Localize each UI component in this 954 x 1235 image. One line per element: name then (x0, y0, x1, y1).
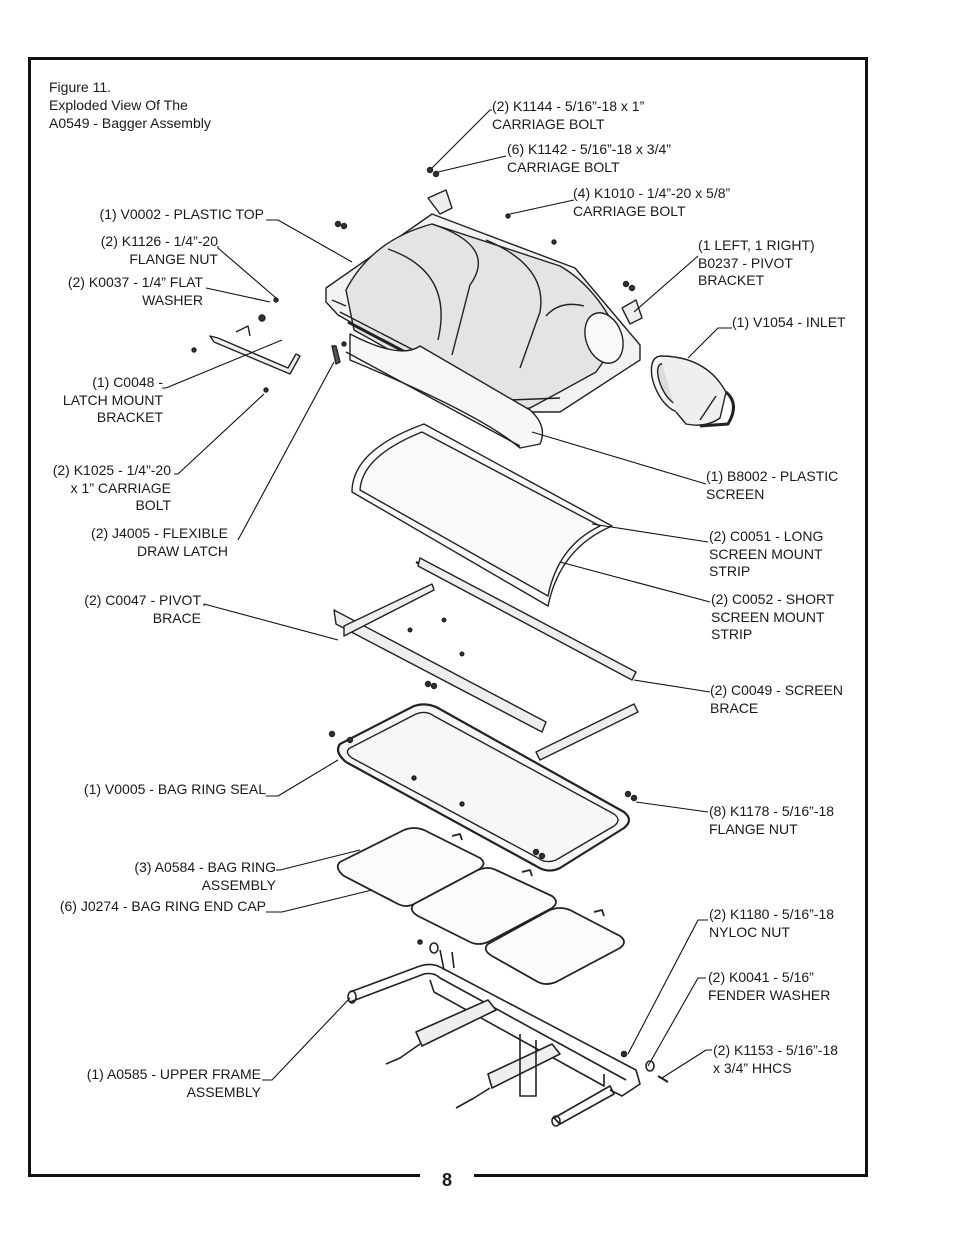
caption-line: Figure 11. (49, 79, 111, 95)
callout-text: (2) K1180 - 5/16”-18 (709, 906, 835, 922)
inlet-part (650, 355, 735, 428)
callout-text: SCREEN MOUNT (711, 608, 825, 625)
callout-v1054: (1) V1054 - INLET (732, 314, 846, 332)
callout-text: FLANGE NUT (709, 820, 798, 837)
callout-text: (2) K1144 - 5/16”-18 x 1” (492, 98, 645, 114)
callout-text: (2) C0047 - PIVOT (84, 592, 201, 608)
callout-text: (2) K1126 - 1/4”-20 (100, 233, 218, 249)
callout-text: DRAW LATCH (137, 542, 228, 559)
screen-mount-strips-part (351, 423, 637, 681)
page-number: 8 (441, 1169, 452, 1190)
callout-c0049: (2) C0049 - SCREEN BRACE (710, 682, 843, 717)
plastic-top-part (325, 213, 641, 413)
callout-text: FENDER WASHER (708, 986, 831, 1003)
callout-text: (1 LEFT, 1 RIGHT) (698, 237, 815, 253)
callout-text: CARRIAGE BOLT (573, 202, 686, 219)
caption-line: Exploded View Of The (49, 97, 188, 113)
callout-text: (2) C0049 - SCREEN (710, 682, 844, 698)
callout-text: BRACKET (698, 272, 765, 288)
callout-text: (3) A0584 - BAG RING (134, 859, 276, 875)
callout-c0052: (2) C0052 - SHORT SCREEN MOUNT STRIP (711, 591, 834, 644)
callout-text: (6) K1142 - 5/16”-18 x 3/4” (507, 141, 671, 157)
callout-j0274: (6) J0274 - BAG RING END CAP (60, 898, 266, 916)
callout-k0037: (2) K0037 - 1/4” FLAT WASHER (68, 274, 203, 309)
callout-text: SCREEN MOUNT (709, 545, 823, 562)
bag-ring-seal-part (328, 703, 638, 872)
callout-a0585: (1) A0585 - UPPER FRAME ASSEMBLY (87, 1066, 261, 1101)
callout-v0005: (1) V0005 - BAG RING SEAL (84, 781, 266, 799)
caption-line: A0549 - Bagger Assembly (49, 115, 211, 131)
upper-frame-part (347, 939, 669, 1127)
callout-text: B0237 - PIVOT (698, 254, 793, 271)
callout-a0584: (3) A0584 - BAG RING ASSEMBLY (134, 859, 276, 894)
callout-text: (1) V0005 - BAG RING SEAL (83, 781, 266, 797)
callout-k1010: (4) K1010 - 1/4”-20 x 5/8” CARRIAGE BOLT (573, 185, 730, 220)
callout-c0048: (1) C0048 - LATCH MOUNT BRACKET (63, 374, 163, 427)
callout-k1153: (2) K1153 - 5/16”-18 x 3/4” HHCS (713, 1042, 838, 1077)
callout-b8002: (1) B8002 - PLASTIC SCREEN (706, 468, 838, 503)
pivot-brace-part (333, 583, 639, 761)
callout-k0041: (2) K0041 - 5/16” FENDER WASHER (708, 969, 830, 1004)
leader-lines (162, 109, 732, 1081)
top-pivot-brackets (334, 166, 643, 325)
callout-text: BRACE (710, 699, 759, 716)
callout-text: LATCH MOUNT (62, 391, 163, 408)
callout-b0237: (1 LEFT, 1 RIGHT) B0237 - PIVOT BRACKET (698, 237, 815, 290)
callout-text: ASSEMBLY (186, 1083, 261, 1100)
callout-text: (1) A0585 - UPPER FRAME (86, 1066, 261, 1082)
callout-text: (4) K1010 - 1/4”-20 x 5/8” (573, 185, 731, 201)
callout-text: (6) J0274 - BAG RING END CAP (59, 898, 266, 914)
bag-rings-part (336, 827, 625, 985)
callout-text: (1) V1054 - INLET (732, 314, 846, 330)
callout-text: (2) J4005 - FLEXIBLE (91, 525, 228, 541)
callout-text: CARRIAGE BOLT (507, 158, 620, 175)
callout-text: (1) C0048 - (92, 374, 163, 390)
callout-k1180: (2) K1180 - 5/16”-18 NYLOC NUT (709, 906, 834, 941)
callout-text: (1) V0002 - PLASTIC TOP (99, 206, 264, 222)
callout-text: BRACKET (96, 409, 163, 425)
callout-text: ASSEMBLY (201, 876, 276, 893)
callout-text: (1) B8002 - PLASTIC (706, 468, 839, 484)
callout-k1025: (2) K1025 - 1/4”-20 x 1” CARRIAGE BOLT (53, 462, 171, 515)
plastic-screen-part (345, 333, 544, 449)
callout-text: FLANGE NUT (129, 250, 218, 267)
callout-text: WASHER (142, 291, 203, 308)
callout-text: STRIP (709, 563, 751, 579)
callout-text: SCREEN (706, 485, 765, 502)
callout-c0047: (2) C0047 - PIVOT BRACE (84, 592, 201, 627)
callout-text: NYLOC NUT (709, 923, 790, 940)
callout-j4005: (2) J4005 - FLEXIBLE DRAW LATCH (91, 525, 228, 560)
callout-text: x 3/4” HHCS (713, 1059, 792, 1076)
callout-v0002: (1) V0002 - PLASTIC TOP (100, 206, 264, 224)
callout-k1126: (2) K1126 - 1/4”-20 FLANGE NUT (101, 233, 218, 268)
callout-text: (8) K1178 - 5/16”-18 (709, 803, 835, 819)
callout-text: BOLT (135, 497, 171, 513)
callout-text: (2) C0052 - SHORT (711, 591, 835, 607)
callout-text: x 1” CARRIAGE (70, 479, 171, 496)
page-number-box: 8 (420, 1163, 474, 1197)
callout-text: CARRIAGE BOLT (492, 115, 605, 132)
callout-k1144: (2) K1144 - 5/16”-18 x 1” CARRIAGE BOLT (492, 98, 644, 133)
callout-text: (2) K1025 - 1/4”-20 (52, 462, 171, 478)
callout-text: (2) K1153 - 5/16”-18 (713, 1042, 839, 1058)
callout-text: STRIP (711, 626, 753, 642)
figure-caption: Figure 11. Exploded View Of The A0549 - … (49, 78, 211, 132)
callout-k1178: (8) K1178 - 5/16”-18 FLANGE NUT (709, 803, 834, 838)
latch-mount-bracket-part (191, 297, 347, 393)
callout-text: BRACE (152, 609, 201, 626)
callout-k1142: (6) K1142 - 5/16”-18 x 3/4” CARRIAGE BOL… (507, 141, 671, 176)
callout-text: (2) C0051 - LONG (709, 528, 824, 544)
callout-c0051: (2) C0051 - LONG SCREEN MOUNT STRIP (709, 528, 823, 581)
callout-text: (2) K0037 - 1/4” FLAT (67, 274, 203, 290)
callout-text: (2) K0041 - 5/16” (708, 969, 814, 985)
